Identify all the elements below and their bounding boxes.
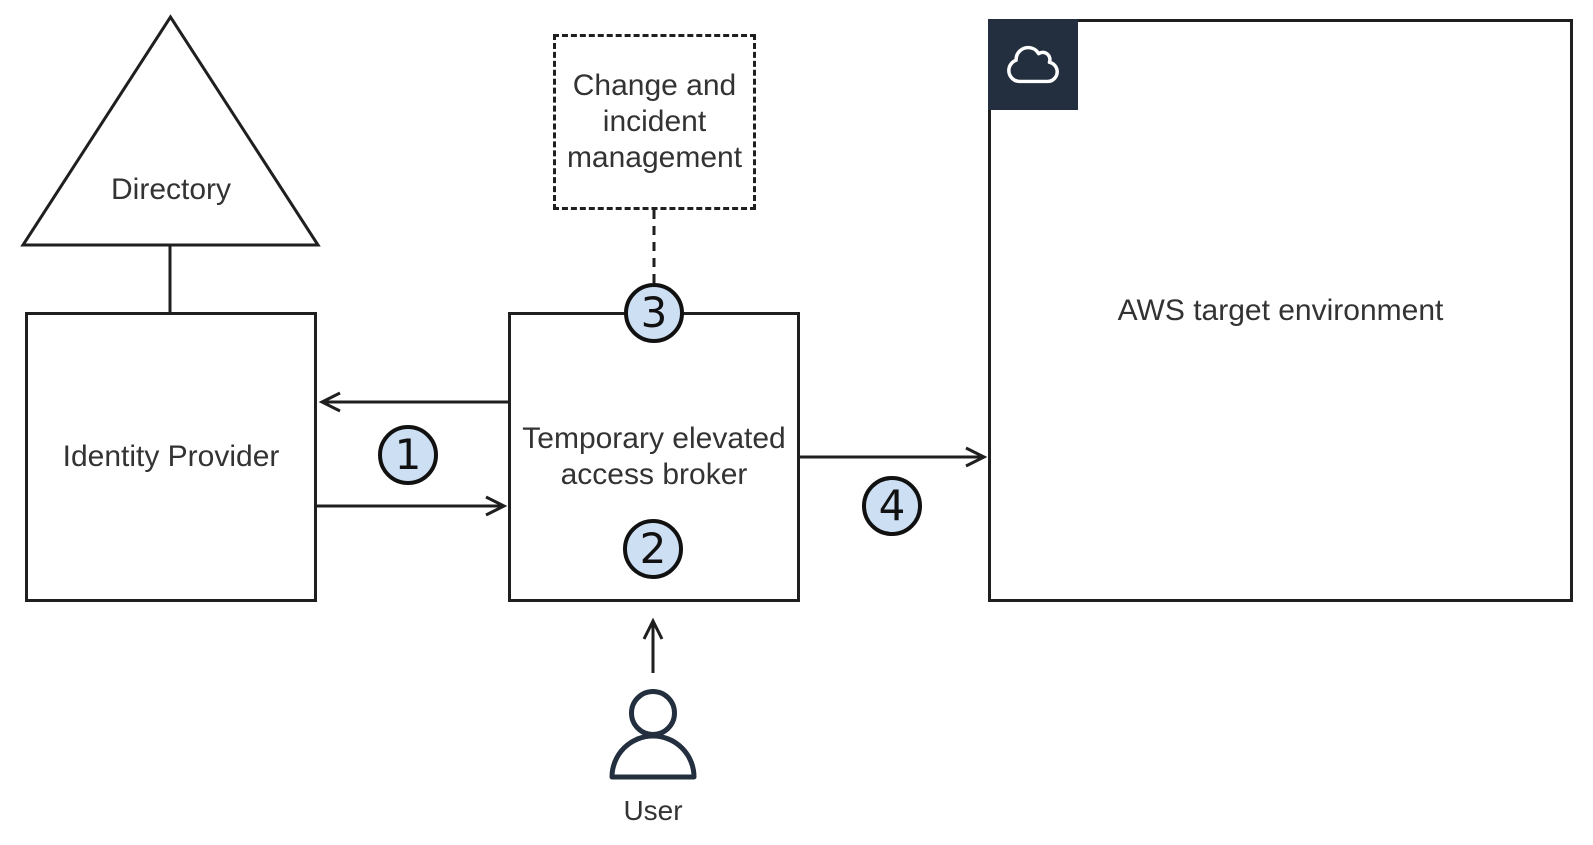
aws-target-label: AWS target environment <box>1117 293 1444 327</box>
step-circle-4: 4 <box>862 476 922 536</box>
step-2-number: 2 <box>639 524 667 573</box>
step-3-number: 3 <box>640 288 668 337</box>
identity-provider-box: Identity Provider <box>25 312 317 602</box>
user-label: User <box>623 795 683 826</box>
change-management-label: Change and incident management <box>566 69 743 174</box>
change-management-box: Change and incident management <box>553 34 756 210</box>
step-circle-1: 1 <box>378 425 438 485</box>
step-4-number: 4 <box>878 481 906 530</box>
step-1-number: 1 <box>394 430 422 479</box>
arrow-user-to-broker <box>642 617 664 673</box>
cloud-icon <box>1007 45 1059 84</box>
arrow-broker-to-aws <box>799 446 988 468</box>
aws-target-box: AWS target environment <box>988 19 1573 602</box>
broker-label: Temporary elevated access broker <box>522 422 786 491</box>
directory-label: Directory <box>110 173 232 206</box>
step-circle-2: 2 <box>623 519 683 579</box>
broker-box: Temporary elevated access broker <box>508 312 800 602</box>
arrow-broker-to-idp <box>318 391 508 413</box>
aws-cloud-badge <box>988 19 1078 110</box>
step-circle-3: 3 <box>624 283 684 343</box>
arrow-idp-to-broker <box>316 495 508 517</box>
directory-triangle <box>20 14 321 247</box>
person-icon <box>609 689 697 780</box>
identity-provider-label: Identity Provider <box>62 440 280 473</box>
